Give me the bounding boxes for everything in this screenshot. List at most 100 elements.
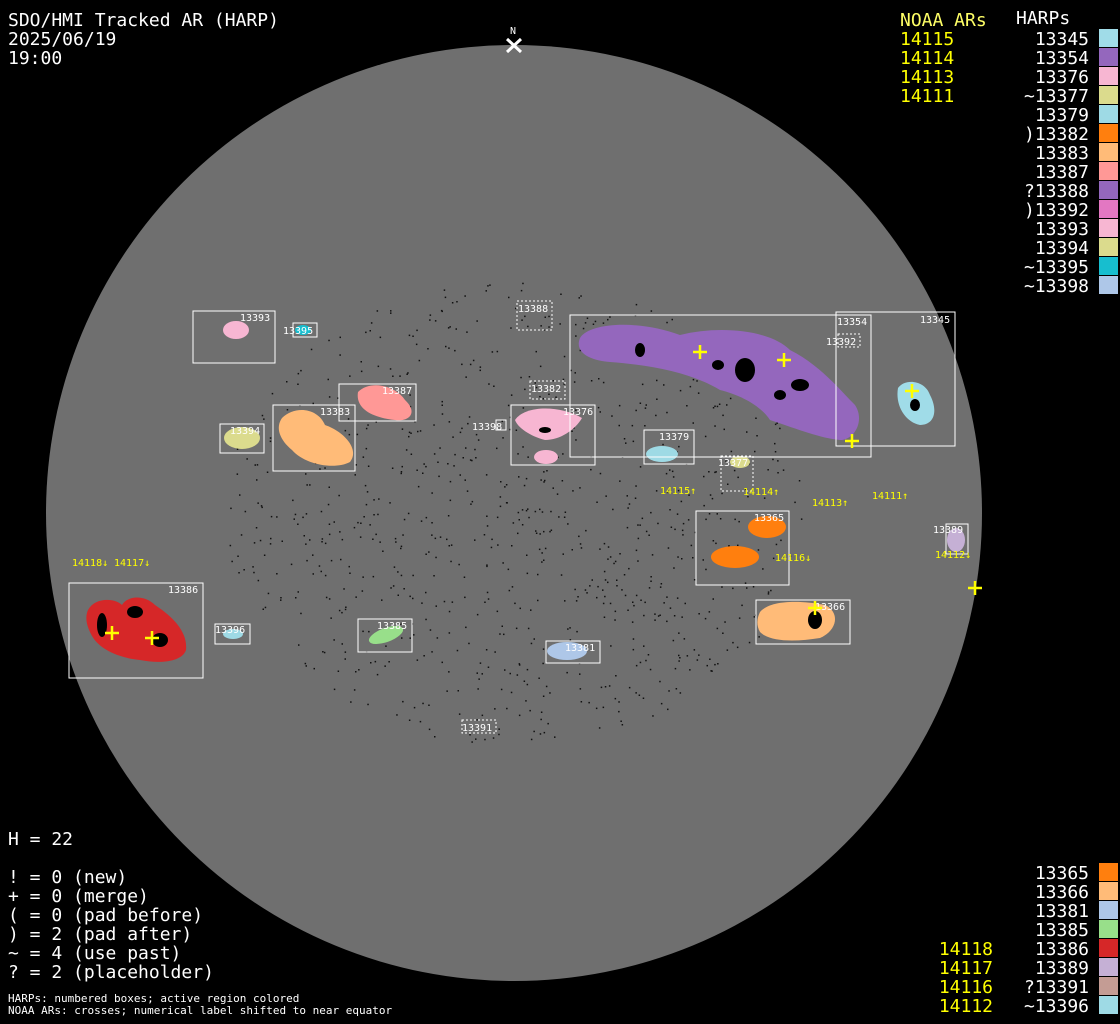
harp-label: 13388 [518,304,548,315]
noaa-labels: 14115↑ 14114↑ 14113↑ 14111↑ 14116↓ 14112… [72,486,971,569]
harp-color-swatch [1099,86,1118,104]
harp-legend-item: 13389 [1035,958,1089,979]
stats-line: ( = 0 (pad before) [8,905,203,926]
ar-blob-13354 [578,324,860,440]
harp-box-13376[interactable] [510,404,596,466]
harp-label: 13391 [462,723,492,734]
harp-legend-item: 13354 [1035,48,1089,69]
harp-color-swatch [1099,882,1118,900]
harp-legend-item: 13383 [1035,143,1089,164]
harp-label: 13377 [718,458,748,469]
page-title: SDO/HMI Tracked AR (HARP) [8,10,279,31]
harp-box-13383[interactable] [272,404,356,472]
harp-color-swatch [1099,257,1118,275]
harp-box-13387[interactable] [338,383,417,422]
harp-box-13386[interactable] [68,582,204,679]
harp-label: 13379 [659,432,689,443]
harp-color-swatch [1099,143,1118,161]
ar-blob-13383 [278,409,354,466]
ar-blob-13377 [730,456,750,468]
harp-label: 13345 [920,315,950,326]
ar-blob-13376 [515,408,582,440]
noaa-legend-item: 14112 [939,996,993,1017]
harp-legend-item: 13379 [1035,105,1089,126]
harp-box-13366[interactable] [755,599,851,645]
harp-box-13396[interactable] [214,623,251,645]
harp-color-swatch [1099,958,1118,976]
harp-color-swatch [1099,996,1118,1014]
harp-color-swatch [1099,124,1118,142]
north-pole-marker: N [505,26,523,54]
harp-legend-item: 13376 [1035,67,1089,88]
noaa-cross-icon [693,345,707,359]
noaa-legend-item: 14116 [939,977,993,998]
noaa-label: 14118↓ [72,558,108,569]
harp-color-swatch [1099,219,1118,237]
harp-label: 13365 [754,513,784,524]
harp-legend-item: ~13395 [1024,257,1089,278]
harp-legend-item: ?13391 [1024,977,1089,998]
harp-box-13395[interactable] [292,322,318,338]
harp-box-13388[interactable] [516,300,553,331]
harp-box-13365[interactable] [695,510,790,586]
harp-box-13392[interactable] [837,333,861,348]
harp-box-13379[interactable] [643,429,695,465]
harp-label: 13394 [230,426,260,437]
noaa-legend-item: 14113 [900,67,954,88]
harp-label: 13392 [826,337,856,348]
noaa-cross-icon [968,581,982,595]
harp-box-13393[interactable] [192,310,276,364]
harp-legend-item: ~13377 [1024,86,1089,107]
noaa-cross-icon [808,601,822,615]
stats-line: ! = 0 (new) [8,867,127,888]
harp-color-swatch [1099,200,1118,218]
noaa-legend-item: 14115 [900,29,954,50]
active-region-blobs [86,321,965,662]
harp-box-13391[interactable] [461,719,497,734]
harp-legend-item: 13345 [1035,29,1089,50]
harp-legend-item: 13385 [1035,920,1089,941]
harp-legend-item: )13392 [1024,200,1089,221]
harp-legend-item: 13386 [1035,939,1089,960]
ar-blob-13396 [223,629,243,639]
ar-blob-13394 [224,427,260,449]
harp-legend-item: 13387 [1035,162,1089,183]
ar-blob-13376b [534,450,558,464]
harp-legend-item: )13382 [1024,124,1089,145]
harp-legend-item: 13394 [1035,238,1089,259]
date-label: 2025/06/19 [8,29,116,50]
harp-color-swatch [1099,67,1118,85]
harp-legend-item: 13366 [1035,882,1089,903]
noaa-cross-icon [845,434,859,448]
harp-box-labels: 13393 13395 13388 13382 13376 13354 1339… [168,304,963,734]
ar-blob-13379 [646,446,678,462]
harp-label: 13366 [815,602,845,613]
stats-line: + = 0 (merge) [8,886,149,907]
harp-box-13381[interactable] [545,640,601,664]
harp-legend-item: ~13398 [1024,276,1089,297]
footer-line-2: NOAA ARs: crosses; numerical label shift… [8,1004,392,1017]
harp-box-13398[interactable] [495,419,507,431]
harp-label: 13382 [531,384,561,395]
ar-blob-13381 [547,642,587,660]
noaa-cross-icon [905,384,919,398]
harp-box-13382[interactable] [529,380,566,400]
harp-box-13394[interactable] [219,423,265,454]
harp-box-13377[interactable] [720,455,754,492]
harp-legend-item: ?13388 [1024,181,1089,202]
noaa-label: 14117↓ [114,558,150,569]
noaa-label: 14113↑ [812,498,848,509]
noaa-label: 14115↑ [660,486,696,497]
harp-color-swatch [1099,977,1118,995]
harp-box-13389[interactable] [945,523,969,555]
harp-legend-item: 13393 [1035,219,1089,240]
noaa-cross-icon [105,626,119,640]
noaa-crosses [105,345,982,645]
stats-line: ) = 2 (pad after) [8,924,192,945]
harp-label: 13376 [563,407,593,418]
harp-box-13345[interactable] [835,311,956,447]
harp-label: 13383 [320,407,350,418]
harp-box-13385[interactable] [357,618,413,653]
